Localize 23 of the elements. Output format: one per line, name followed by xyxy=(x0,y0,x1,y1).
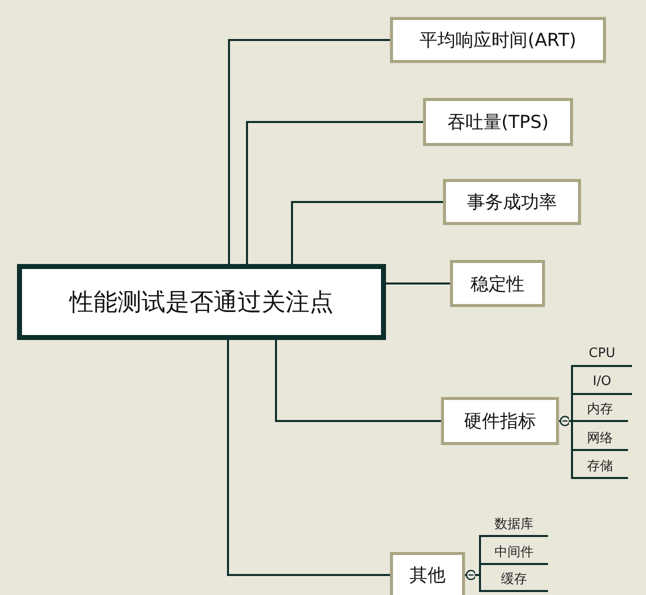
central-topic-box: 性能测试是否通过关注点 xyxy=(17,264,386,340)
topic-box: 事务成功率 xyxy=(443,179,581,225)
subtopic-label: CPU xyxy=(572,341,632,366)
subtopic-label: 数据库 xyxy=(480,511,548,536)
connector-line xyxy=(465,570,548,592)
topic-box: 吞吐量(TPS) xyxy=(423,98,573,146)
topic-box: 其他 xyxy=(390,552,465,595)
topic-box: 硬件指标 xyxy=(441,397,559,445)
subtopic-label: 网络 xyxy=(572,425,628,450)
connector-line xyxy=(291,201,443,264)
connector-line xyxy=(246,121,423,264)
connector-line xyxy=(227,340,390,576)
topic-box: 稳定性 xyxy=(450,260,545,307)
subtopic-label: I/O xyxy=(572,369,632,394)
subtopic-label: 缓存 xyxy=(480,566,548,591)
subtopic-label: 存储 xyxy=(572,453,628,478)
connector-line xyxy=(386,282,450,284)
topic-box: 平均响应时间(ART) xyxy=(390,17,606,63)
connector-line xyxy=(228,39,390,264)
subtopic-label: 内存 xyxy=(572,396,628,421)
connector-line xyxy=(275,340,441,422)
subtopic-label: 中间件 xyxy=(480,539,548,564)
connector-line xyxy=(559,416,628,479)
